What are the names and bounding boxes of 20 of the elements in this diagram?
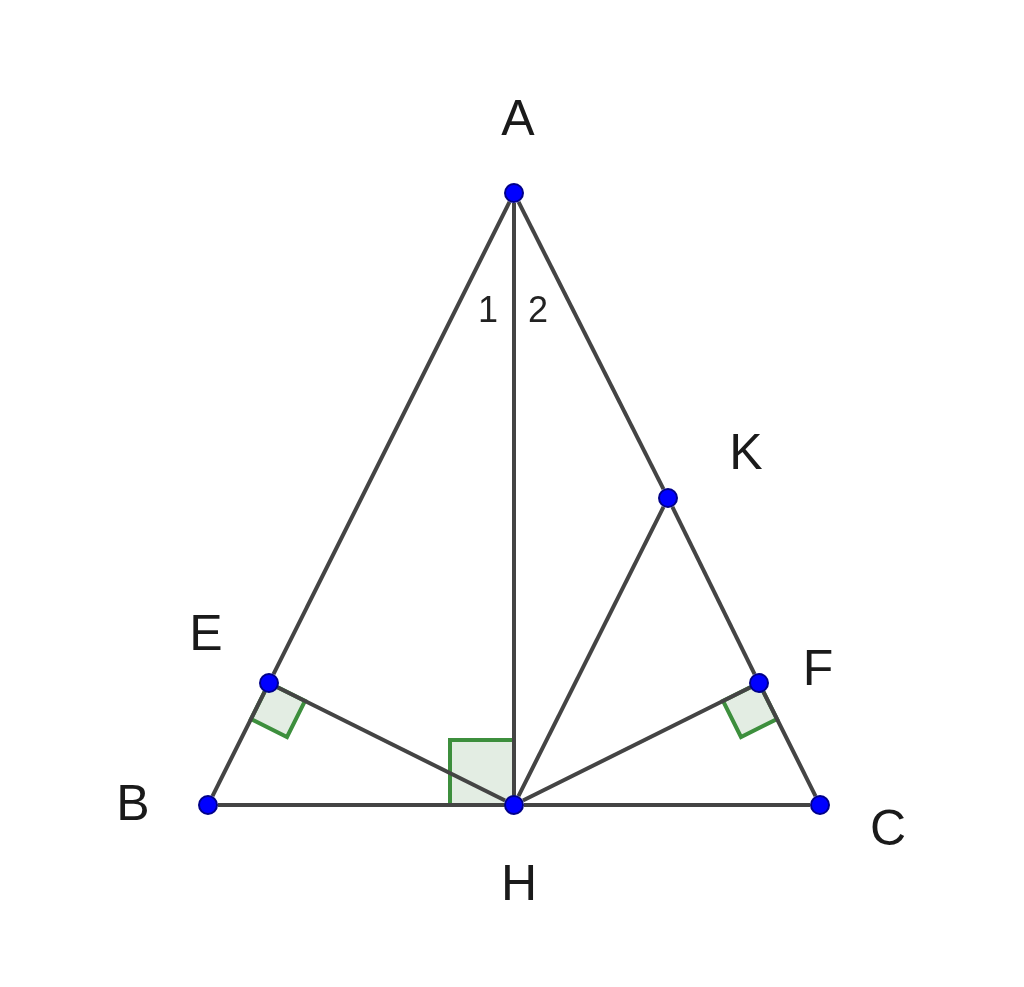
line-segment (522, 685, 751, 803)
line-segment (512, 203, 516, 795)
line-segment (210, 691, 267, 797)
point-label: K (728, 425, 764, 479)
point-label: C (868, 801, 908, 855)
point-label: F (801, 641, 835, 695)
point-label: E (188, 606, 224, 660)
angle-label: 1 (478, 290, 499, 330)
point-label: B (115, 776, 151, 830)
line-segment (516, 201, 666, 490)
point-label: H (499, 856, 539, 910)
angle-label: 2 (528, 290, 549, 330)
line-segment (271, 201, 512, 675)
line-segment (516, 506, 666, 797)
point-label: A (500, 91, 536, 145)
line-segment (524, 803, 810, 807)
line-segment (761, 691, 818, 797)
line-segment (670, 506, 757, 675)
line-segment (218, 803, 504, 807)
line-segment (277, 685, 506, 803)
